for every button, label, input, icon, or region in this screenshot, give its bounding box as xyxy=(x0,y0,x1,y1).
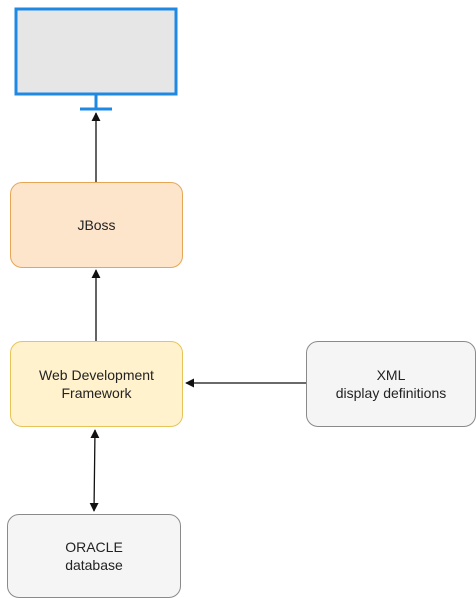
jboss-node: JBoss xyxy=(10,182,183,268)
web-framework-node: Web Development Framework xyxy=(10,341,183,427)
jboss-label: JBoss xyxy=(77,217,116,233)
monitor-screen xyxy=(14,7,178,96)
oracle-label: ORACLE database xyxy=(65,539,123,573)
xml-node: XML display definitions xyxy=(306,341,476,427)
xml-label: XML display definitions xyxy=(335,367,447,401)
monitor-icon xyxy=(14,7,178,111)
edge-framework-oracle xyxy=(89,429,100,512)
web-framework-label: Web Development Framework xyxy=(39,367,154,401)
oracle-node: ORACLE database xyxy=(7,514,181,598)
